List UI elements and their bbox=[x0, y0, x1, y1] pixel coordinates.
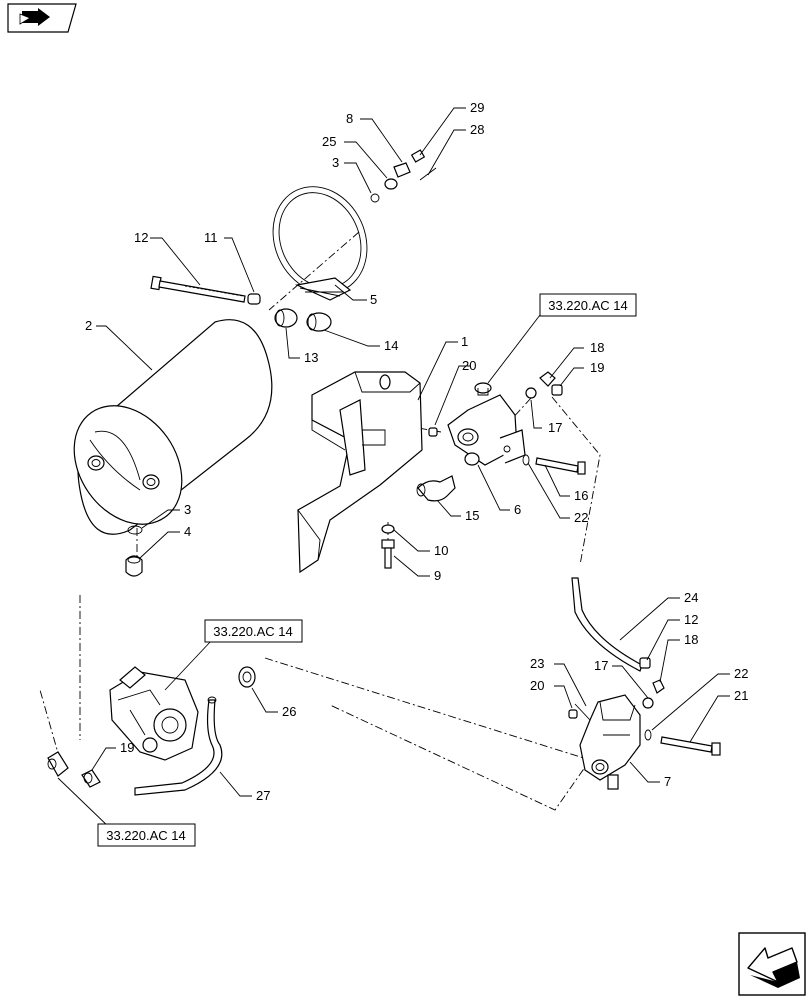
callout-18: 18 bbox=[590, 340, 604, 355]
callout-25: 25 bbox=[322, 134, 336, 149]
callout-14: 14 bbox=[384, 338, 398, 353]
reference-lower-text: 33.220.AC 14 bbox=[106, 828, 186, 843]
callout-8: 8 bbox=[346, 111, 353, 126]
callout-9: 9 bbox=[434, 568, 441, 583]
reference-box-upper[interactable]: 33.220.AC 14 bbox=[539, 293, 637, 317]
callout-20: 20 bbox=[462, 358, 476, 373]
callout-2: 2 bbox=[85, 318, 92, 333]
nut-lower bbox=[568, 703, 591, 721]
callout-21: 21 bbox=[734, 688, 748, 703]
callout-27: 27 bbox=[256, 788, 270, 803]
callout-18b: 18 bbox=[684, 632, 698, 647]
callout-3b: 3 bbox=[184, 502, 191, 517]
callout-7: 7 bbox=[664, 774, 671, 789]
callout-17: 17 bbox=[548, 420, 562, 435]
fittings-upper-right bbox=[525, 371, 563, 399]
valve-assembly bbox=[447, 382, 526, 466]
callout-28: 28 bbox=[470, 122, 484, 137]
drain-valve bbox=[125, 525, 143, 577]
bracket-fasteners bbox=[381, 427, 438, 569]
callout-19: 19 bbox=[590, 360, 604, 375]
spacers bbox=[247, 293, 332, 332]
callout-12: 12 bbox=[134, 230, 148, 245]
callout-16: 16 bbox=[574, 488, 588, 503]
callout-3: 3 bbox=[332, 155, 339, 170]
callout-22: 22 bbox=[574, 510, 588, 525]
callout-1: 1 bbox=[461, 334, 468, 349]
callout-23: 23 bbox=[530, 656, 544, 671]
callout-20b: 20 bbox=[530, 678, 544, 693]
bolt-21 bbox=[660, 736, 721, 756]
reference-box-middle[interactable]: 33.220.AC 14 bbox=[204, 619, 303, 643]
reference-middle-text: 33.220.AC 14 bbox=[213, 624, 293, 639]
callout-6: 6 bbox=[514, 502, 521, 517]
callout-15: 15 bbox=[465, 508, 479, 523]
pipe-24 bbox=[571, 577, 643, 672]
callout-10: 10 bbox=[434, 543, 448, 558]
callout-17b: 17 bbox=[594, 658, 608, 673]
strap-band bbox=[272, 186, 368, 301]
valve-7 bbox=[579, 694, 641, 790]
bolt-16 bbox=[522, 454, 586, 475]
reference-box-lower[interactable]: 33.220.AC 14 bbox=[97, 823, 196, 847]
hose-27 bbox=[134, 666, 256, 796]
air-tank bbox=[73, 319, 273, 535]
callout-19b: 19 bbox=[120, 740, 134, 755]
callout-4: 4 bbox=[184, 524, 191, 539]
nut-fittings-top bbox=[370, 149, 437, 203]
callout-24: 24 bbox=[684, 590, 698, 605]
leader-lines bbox=[57, 107, 730, 831]
reference-upper-text: 33.220.AC 14 bbox=[548, 298, 628, 313]
callout-5: 5 bbox=[370, 292, 377, 307]
callout-12b: 12 bbox=[684, 612, 698, 627]
book-arrow-icon[interactable] bbox=[7, 3, 77, 33]
fittings-lower-left bbox=[47, 751, 101, 788]
fittings-lower-right bbox=[639, 657, 665, 741]
callout-13: 13 bbox=[304, 350, 318, 365]
compressor-assembly bbox=[109, 666, 199, 761]
long-bolt bbox=[150, 275, 246, 303]
callout-26: 26 bbox=[282, 704, 296, 719]
callout-labels: 8 25 3 29 28 12 11 5 2 13 14 1 20 18 19 … bbox=[85, 100, 748, 803]
callout-11: 11 bbox=[204, 230, 218, 245]
callout-29: 29 bbox=[470, 100, 484, 115]
elbow-fitting bbox=[416, 475, 456, 502]
callout-22b: 22 bbox=[734, 666, 748, 681]
prev-page-arrow-icon[interactable] bbox=[738, 932, 806, 996]
mounting-bracket bbox=[297, 371, 423, 574]
